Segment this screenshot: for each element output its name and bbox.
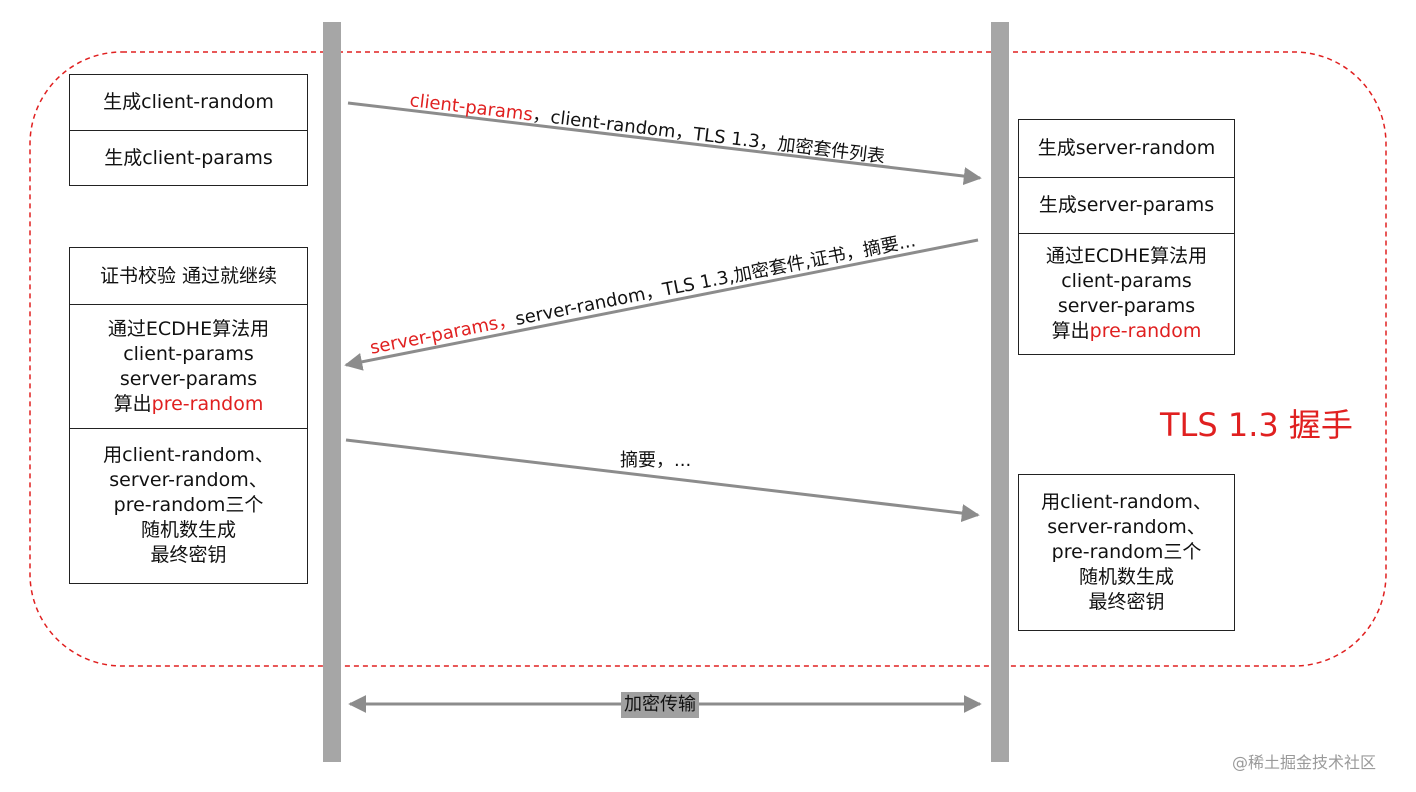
client-key-line2: server-random、 (109, 469, 268, 491)
client-ecdhe-line4: 算出 (113, 392, 152, 415)
client-hello-arrow (347, 101, 982, 186)
client-verify-box: 证书校验 通过就继续 通过ECDHE算法用 client-params serv… (69, 247, 308, 584)
server-key-line5: 最终密钥 (1088, 590, 1165, 613)
client-step-gen-random: 生成client-random (103, 91, 274, 113)
client-key-line5: 最终密钥 (150, 544, 227, 566)
server-step-gen-random: 生成server-random (1037, 137, 1216, 159)
client-key-line1: 用client-random、 (103, 444, 274, 466)
server-key-line3: pre-random三个 (1051, 540, 1202, 563)
client-step-gen-params: 生成client-params (70, 130, 307, 185)
server-lifeline (991, 22, 1009, 762)
server-pre-random-label: pre-random (1089, 319, 1202, 342)
client-key-line3: pre-random三个 (113, 494, 264, 516)
client-lifeline (323, 22, 341, 762)
client-ecdhe-line2: client-params (123, 342, 254, 365)
server-ecdhe-line2: client-params (1061, 269, 1192, 292)
server-hello-arrow (344, 238, 979, 371)
client-pre-random-label: pre-random (151, 392, 264, 415)
server-key-line2: server-random、 (1047, 515, 1206, 538)
client-step-final-key: 用client-random、 server-random、 pre-rando… (70, 428, 307, 582)
server-step-final-key: 用client-random、 server-random、 pre-rando… (1019, 475, 1234, 629)
server-ecdhe-line4: 算出 (1051, 319, 1090, 342)
client-key-line4: 随机数生成 (140, 519, 236, 541)
client-ecdhe-line3: server-params (119, 367, 258, 390)
server-ecdhe-line1: 通过ECDHE算法用 (1045, 244, 1208, 267)
server-key-line4: 随机数生成 (1078, 565, 1174, 588)
finished-arrow (345, 438, 980, 523)
client-hello-box: 生成client-random 生成client-params (69, 74, 308, 186)
watermark: @稀土掘金技术社区 (1232, 753, 1377, 772)
client-step-verify-cert: 证书校验 通过就继续 (99, 264, 278, 287)
client-step-ecdhe: 通过ECDHE算法用 client-params server-params 算… (70, 304, 307, 428)
server-ecdhe-line3: server-params (1057, 294, 1196, 317)
finished-label: 摘要，... (620, 450, 692, 471)
bulk-transfer-label: 加密传输 (621, 692, 699, 718)
server-key-line1: 用client-random、 (1041, 490, 1212, 513)
server-final-key-box: 用client-random、 server-random、 pre-rando… (1018, 474, 1235, 631)
handshake-boundary (29, 51, 1387, 667)
client-ecdhe-line1: 通过ECDHE算法用 (107, 317, 270, 340)
server-hello-box: 生成server-random 生成server-params 通过ECDHE算… (1018, 119, 1235, 355)
server-step-ecdhe: 通过ECDHE算法用 client-params server-params 算… (1019, 233, 1234, 353)
server-step-gen-params: 生成server-params (1019, 177, 1234, 233)
diagram-title: TLS 1.3 握手 (1160, 406, 1353, 444)
